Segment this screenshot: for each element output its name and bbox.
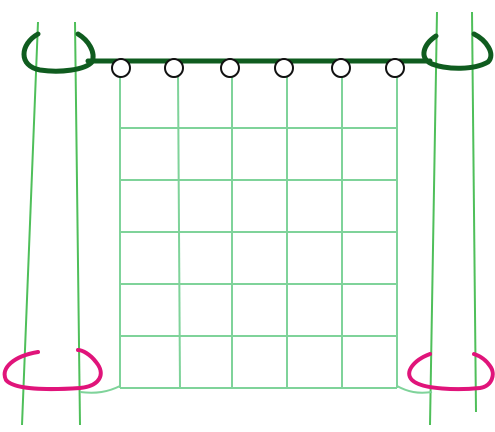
right-rope-loop [424, 34, 491, 68]
hanging-ring [386, 59, 404, 77]
hanging-ring [332, 59, 350, 77]
right-post-inner-line [430, 12, 437, 425]
hanging-ring [112, 59, 130, 77]
left-rope-loop [24, 34, 93, 71]
net-vertical-line [178, 73, 180, 388]
hanging-ring [275, 59, 293, 77]
right-bottom-tie [409, 354, 493, 389]
left-post-inner-line [75, 22, 80, 425]
hanging-ring [165, 59, 183, 77]
left-bottom-tie [5, 350, 101, 389]
left-post-outer-line [22, 22, 38, 425]
hanging-ring [221, 59, 239, 77]
